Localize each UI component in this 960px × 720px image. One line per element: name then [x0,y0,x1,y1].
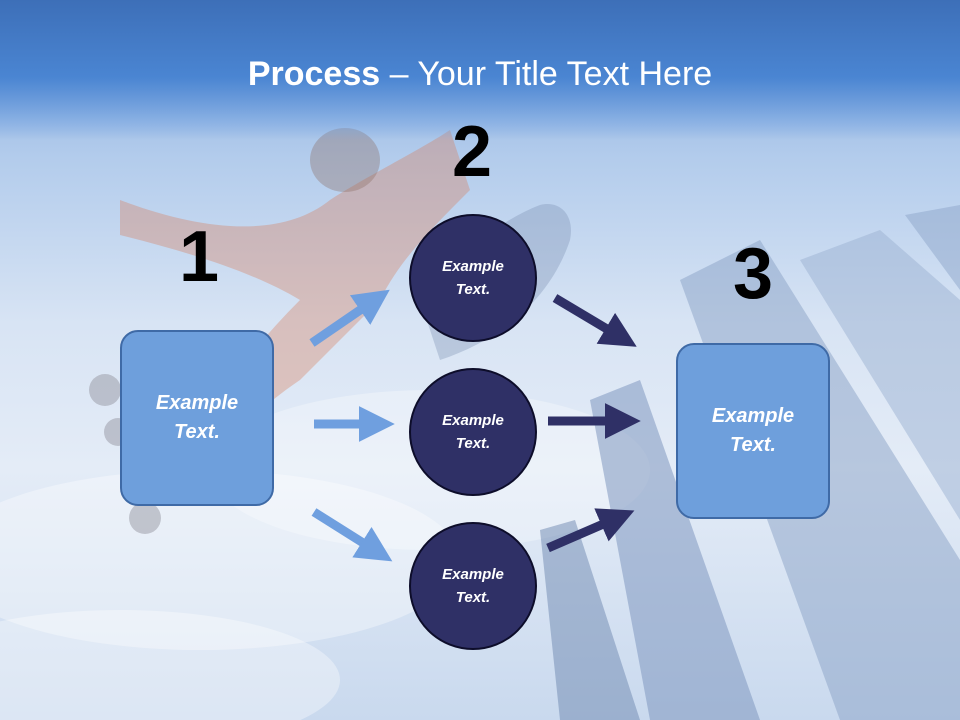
step-2-circle-1: Example Text. [409,214,537,342]
title-rest: – Your Title Text Here [380,55,713,93]
step-2-circle-3: Example Text. [409,522,537,650]
title-bold: Process [247,55,381,93]
step-3-box: Example Text. [676,343,830,519]
step-1-box: Example Text. [120,330,274,506]
step-2-circle-1-text: Example Text. [442,258,504,298]
step-3-number: 3 [732,234,774,314]
step-1-number: 1 [178,217,220,297]
step-1-text: Example Text. [155,392,239,443]
slide-title: Process – Your Title Text Here [0,52,960,96]
arrow-2c-to-3 [546,508,635,553]
step-3-text: Example Text. [711,405,795,456]
step-2-circle-3-text: Example Text. [442,566,504,606]
arrow-1-to-2c [311,508,393,562]
arrow-2a-to-3 [552,294,637,347]
step-2-number: 2 [451,112,493,192]
step-2-circle-2: Example Text. [409,368,537,496]
arrow-1-to-2a [309,289,390,347]
title-bar [0,0,960,140]
step-2-circle-2-text: Example Text. [442,412,504,452]
